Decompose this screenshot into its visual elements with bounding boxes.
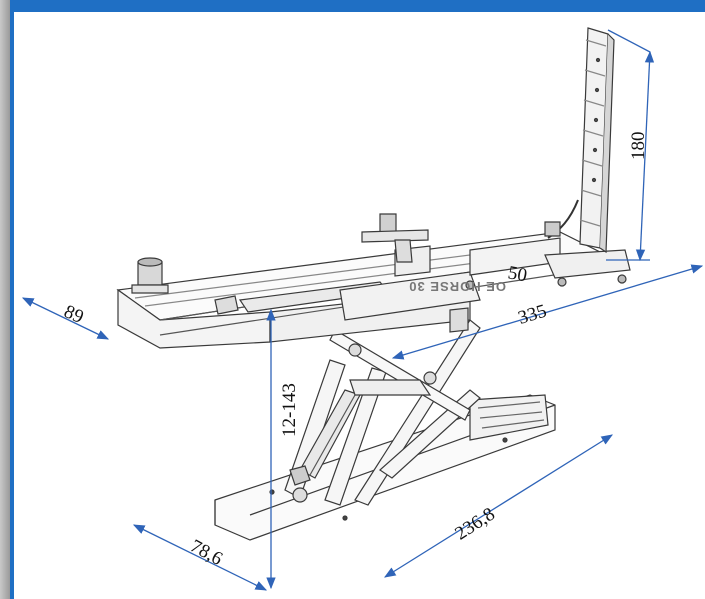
label-lift-height: 12-143 — [279, 383, 300, 437]
dim-ext-tower-top — [607, 29, 651, 53]
dimension-lines — [21, 29, 704, 591]
car-bench-diagram: OE HORSE 30 89 335 50 180 12-143 78, — [21, 27, 704, 591]
dim-line-base-width — [132, 524, 268, 591]
dim-line-width-top — [21, 297, 110, 340]
scissor-lift — [284, 319, 481, 506]
dim-line-tower-height — [635, 50, 655, 262]
brand-stencil: OE HORSE 30 — [408, 279, 506, 294]
label-length-top: 335 — [516, 300, 549, 328]
machine-drawing: OE HORSE 30 — [116, 27, 631, 541]
dim-line-base-length — [384, 434, 613, 578]
label-width-top: 89 — [61, 301, 87, 328]
dim-line-length-top — [391, 264, 704, 360]
pulling-tower — [544, 27, 615, 254]
label-half-length: 50 — [506, 262, 528, 286]
frame-left-edge — [0, 0, 10, 599]
front-clamp — [131, 257, 169, 294]
diagram-canvas: OE HORSE 30 89 335 50 180 12-143 78, — [14, 12, 705, 599]
bench-frame — [116, 231, 631, 349]
middle-clamp — [361, 213, 429, 263]
label-base-width: 78,6 — [187, 536, 226, 570]
label-tower-height: 180 — [628, 132, 649, 161]
